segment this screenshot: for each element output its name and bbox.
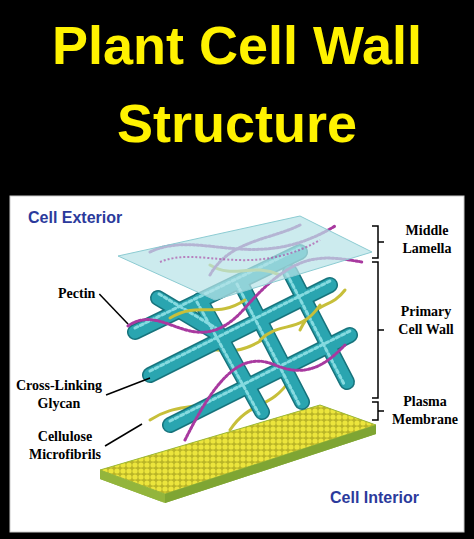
leader-lines bbox=[99, 294, 150, 446]
pectin-in-lamella bbox=[160, 240, 320, 262]
white-panel bbox=[10, 196, 464, 532]
layer-label: Primary Cell Wall bbox=[398, 303, 454, 339]
layer-label: Middle Lamella bbox=[392, 222, 462, 258]
part-label: Cross-Linking Glycan bbox=[12, 377, 106, 413]
layer-brackets bbox=[372, 226, 384, 420]
middle-lamella-sheet bbox=[118, 216, 372, 300]
leader-line bbox=[106, 378, 150, 395]
part-label: Cellulose Microfibrils bbox=[24, 428, 106, 464]
leader-line bbox=[99, 294, 128, 324]
part-label: Pectin bbox=[58, 285, 95, 303]
region-label: Cell Interior bbox=[330, 489, 419, 507]
region-label: Cell Exterior bbox=[28, 209, 122, 227]
title: Plant Cell Wall Structure bbox=[0, 6, 474, 162]
leader-line bbox=[105, 424, 142, 446]
layer-label: Plasma Membrane bbox=[389, 393, 461, 429]
